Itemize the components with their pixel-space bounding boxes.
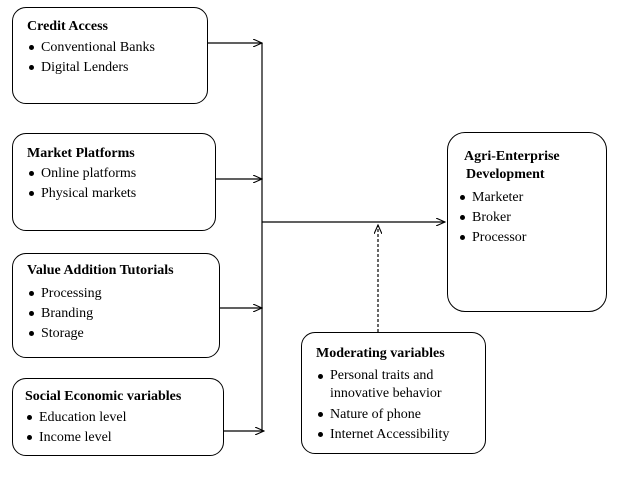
- credit-item: Digital Lenders: [27, 58, 207, 78]
- social-economic-title: Social Economic variables: [25, 389, 182, 404]
- social-economic-box: Social Economic variables Education leve…: [12, 378, 224, 456]
- market-item: Online platforms: [27, 164, 215, 184]
- value-item: Storage: [27, 324, 219, 344]
- agri-item: Processor: [458, 228, 606, 248]
- market-platforms-box: Market Platforms Online platforms Physic…: [12, 133, 216, 231]
- moderating-item: Personal traits and innovative behavior: [316, 367, 479, 403]
- moderating-item: Internet Accessibility: [316, 425, 479, 445]
- moderating-item: Nature of phone: [316, 405, 479, 425]
- moderating-variables-box: Moderating variables Personal traits and…: [301, 332, 486, 454]
- value-item: Processing: [27, 284, 219, 304]
- value-addition-box: Value Addition Tutorials Processing Bran…: [12, 253, 220, 358]
- market-item: Physical markets: [27, 184, 215, 204]
- credit-item: Conventional Banks: [27, 38, 207, 58]
- social-item: Education level: [25, 408, 223, 428]
- agri-item: Marketer: [458, 188, 606, 208]
- agri-enterprise-title-line2: Development: [466, 167, 545, 182]
- credit-access-box: Credit Access Conventional Banks Digital…: [12, 7, 208, 104]
- agri-item: Broker: [458, 208, 606, 228]
- value-item: Branding: [27, 304, 219, 324]
- social-item: Income level: [25, 428, 223, 448]
- agri-enterprise-title-line1: Agri-Enterprise: [464, 149, 560, 164]
- moderating-variables-title: Moderating variables: [316, 346, 445, 361]
- credit-access-title: Credit Access: [27, 19, 108, 34]
- value-addition-title: Value Addition Tutorials: [27, 263, 174, 278]
- agri-enterprise-box: Agri-Enterprise Development Marketer Bro…: [447, 132, 607, 312]
- market-platforms-title: Market Platforms: [27, 146, 135, 161]
